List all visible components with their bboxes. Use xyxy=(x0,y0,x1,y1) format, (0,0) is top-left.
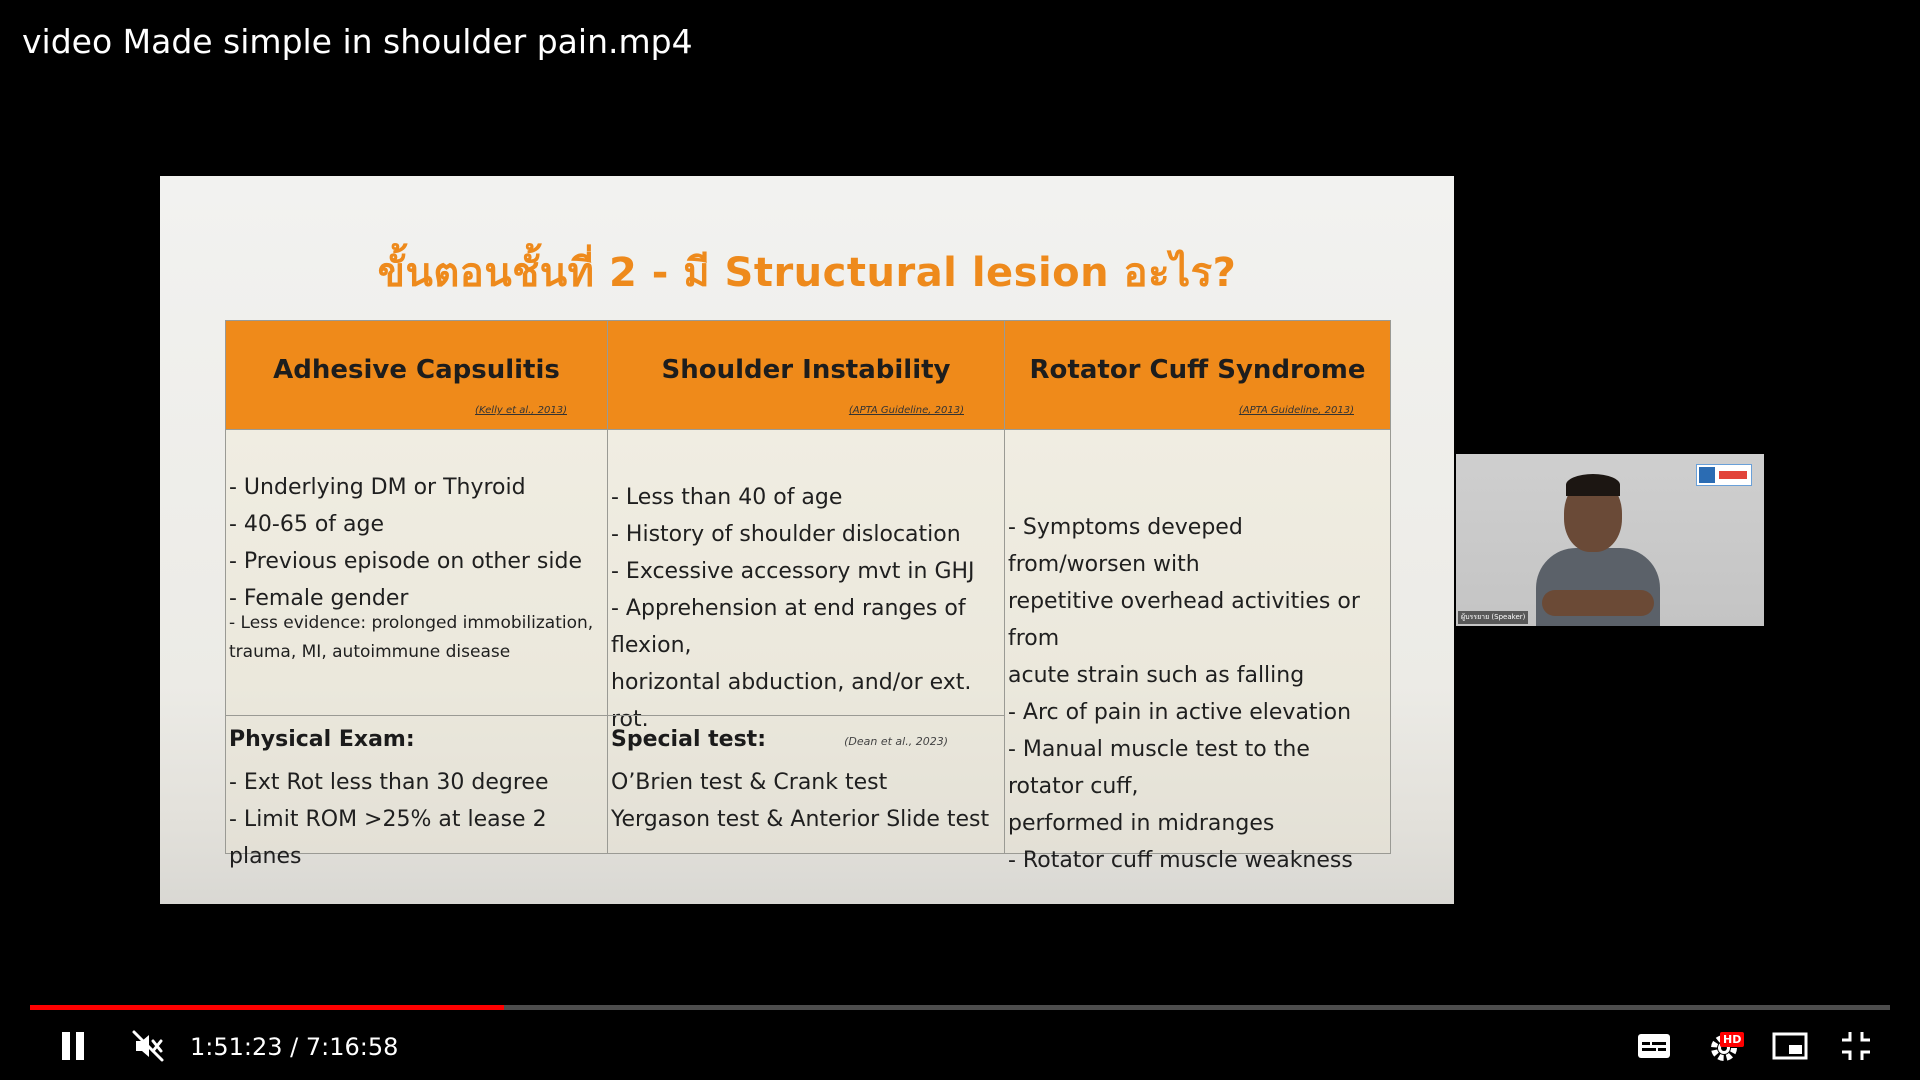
progress-bar[interactable] xyxy=(30,1005,1890,1010)
video-frame-slide: ขั้นตอนชั้นที่ 2 - มี Structural lesion … xyxy=(160,176,1454,904)
bottom-text: - Ext Rot less than 30 degree - Limit RO… xyxy=(229,770,549,869)
mute-button[interactable] xyxy=(126,1024,170,1068)
column-heading: Shoulder Instability xyxy=(661,355,951,385)
column-rotator-cuff-syndrome: Rotator Cuff Syndrome (APTA Guideline, 2… xyxy=(1005,321,1390,873)
time-display: 1:51:23 / 7:16:58 xyxy=(190,1033,398,1061)
comparison-table: Adhesive Capsulitis (Kelly et al., 2013)… xyxy=(225,320,1391,873)
subtitles-button[interactable] xyxy=(1632,1024,1676,1068)
bottom-text: O’Brien test & Crank test Yergason test … xyxy=(611,770,990,832)
current-time: 1:51:23 xyxy=(190,1033,283,1061)
column-shoulder-instability: Shoulder Instability (APTA Guideline, 20… xyxy=(608,321,1004,853)
slide-title: ขั้นตอนชั้นที่ 2 - มี Structural lesion … xyxy=(377,250,1237,296)
speaker-label: ผู้บรรยาย (Speaker) xyxy=(1458,611,1529,624)
column-body-text: - Symptoms deveped from/worsen with repe… xyxy=(1008,515,1360,873)
volume-muted-icon xyxy=(132,1030,164,1062)
column-heading: Rotator Cuff Syndrome xyxy=(1029,355,1366,385)
row-divider xyxy=(226,715,607,716)
column-header: Shoulder Instability (APTA Guideline, 20… xyxy=(608,321,1004,430)
row-divider xyxy=(608,715,1004,716)
column-extra-text: - Less evidence: prolonged immobilizatio… xyxy=(229,613,594,662)
duration: 7:16:58 xyxy=(305,1033,399,1061)
speaker-webcam-overlay: ผู้บรรยาย (Speaker) xyxy=(1456,454,1764,626)
bottom-heading: Physical Exam: xyxy=(229,727,415,752)
pause-button[interactable] xyxy=(52,1024,96,1068)
hd-badge: HD xyxy=(1720,1032,1745,1047)
column-header: Rotator Cuff Syndrome (APTA Guideline, 2… xyxy=(1005,321,1390,430)
subtitles-icon xyxy=(1638,1034,1670,1058)
speaker-hair xyxy=(1566,474,1620,496)
column-divider xyxy=(1004,321,1005,853)
column-heading: Adhesive Capsulitis xyxy=(273,355,560,385)
column-body-text: - Underlying DM or Thyroid - 40-65 of ag… xyxy=(229,475,582,611)
exit-fullscreen-icon xyxy=(1842,1032,1870,1060)
column-header: Adhesive Capsulitis (Kelly et al., 2013) xyxy=(226,321,607,430)
column-reference: (Kelly et al., 2013) xyxy=(475,405,567,416)
speaker-arms xyxy=(1542,590,1654,616)
miniplayer-button[interactable] xyxy=(1768,1024,1812,1068)
column-reference: (APTA Guideline, 2013) xyxy=(848,405,964,416)
exit-fullscreen-button[interactable] xyxy=(1834,1024,1878,1068)
video-title: video Made simple in shoulder pain.mp4 xyxy=(22,22,693,61)
column-divider xyxy=(607,321,608,853)
time-separator: / xyxy=(290,1033,299,1061)
progress-played xyxy=(30,1005,505,1010)
column-body-text: - Less than 40 of age - History of shoul… xyxy=(611,485,975,732)
bottom-reference: (Dean et al., 2023) xyxy=(844,735,948,748)
column-adhesive-capsulitis: Adhesive Capsulitis (Kelly et al., 2013)… xyxy=(226,321,607,869)
miniplayer-icon xyxy=(1772,1032,1808,1060)
column-reference: (APTA Guideline, 2013) xyxy=(1238,405,1354,416)
bottom-heading: Special test: xyxy=(611,727,766,752)
khon-kaen-physio-logo-icon xyxy=(1696,464,1752,486)
